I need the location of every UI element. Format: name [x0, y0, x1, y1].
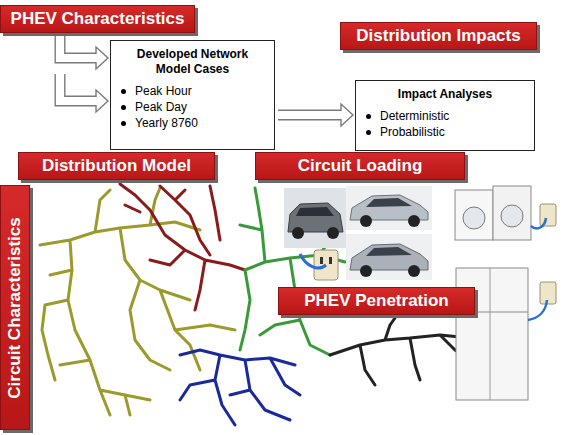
wheel [327, 227, 339, 239]
outlet [540, 204, 556, 226]
box-heading: Impact Analyses [364, 87, 526, 102]
box-heading: Developed Network Model Cases [119, 47, 266, 77]
wheel [360, 215, 372, 227]
vehicle-photos [284, 186, 432, 280]
feeder-lines [240, 188, 345, 355]
outlet-slot [329, 257, 332, 264]
feeder-lines [180, 350, 300, 425]
photo-ground [346, 234, 432, 280]
power-cord [531, 218, 546, 228]
arrow-inner [60, 35, 98, 58]
feeder-lines [120, 184, 245, 310]
car-window [366, 198, 412, 207]
flow-arrow [278, 104, 353, 126]
fridge-seam [490, 268, 491, 400]
bullet-text: Deterministic [380, 108, 449, 124]
washer-door [463, 207, 485, 229]
bullet-dot [366, 130, 371, 135]
dryer [493, 186, 531, 240]
banner-text: PHEV Penetration [304, 291, 449, 311]
title-banner: Distribution Model [18, 152, 215, 180]
dryer-door [501, 205, 523, 227]
bullet-row: Peak Day [119, 99, 266, 115]
bullet-text: Peak Day [135, 99, 187, 115]
arrow-shaft [60, 35, 98, 58]
wheel [408, 215, 420, 227]
banner-text: PHEV Characteristics [11, 9, 185, 29]
input-arrow [60, 74, 108, 112]
bullet-text: Probabilistic [380, 124, 445, 140]
bullet-row: Yearly 8760 [119, 115, 266, 131]
bullet-dot [121, 105, 126, 110]
arrow-shaft [60, 74, 98, 101]
bullet-dot [121, 121, 126, 126]
bullet-text: Peak Hour [135, 83, 192, 99]
power-cord [528, 300, 547, 320]
title-banner: Circuit Characteristics [0, 185, 30, 430]
bullet-row: Deterministic [364, 108, 526, 124]
title-banner: PHEV Penetration [278, 287, 475, 315]
flow-arrow [60, 35, 108, 69]
distribution-map [40, 184, 500, 425]
banner-text: Distribution Model [42, 156, 191, 176]
title-banner: PHEV Characteristics [0, 5, 195, 33]
bullet-dot [366, 114, 371, 119]
arrow-inner [278, 111, 343, 119]
power-cord [300, 254, 326, 268]
banner-text: Circuit Loading [298, 156, 423, 176]
title-banner: Distribution Impacts [340, 22, 537, 50]
photo-ground [346, 186, 432, 230]
process-box: Developed Network Model CasesPeak HourPe… [110, 40, 275, 150]
car-window [296, 207, 334, 216]
arrow-shaft [278, 110, 343, 121]
car-window [366, 247, 412, 256]
arrow-inner [60, 74, 98, 101]
banner-text: Distribution Impacts [356, 26, 520, 46]
bullet-text: Yearly 8760 [135, 115, 198, 131]
bullet-row: Probabilistic [364, 124, 526, 140]
wheel [292, 227, 304, 239]
title-banner: Circuit Loading [255, 152, 465, 180]
banner-text: Circuit Characteristics [5, 217, 25, 398]
wheel [360, 265, 372, 277]
bullet-dot [121, 89, 126, 94]
wheel [408, 265, 420, 277]
photo-ground [284, 188, 346, 248]
outlet-slot [320, 257, 323, 264]
washer [455, 190, 493, 240]
bullet-row: Peak Hour [119, 83, 266, 99]
process-box: Impact AnalysesDeterministicProbabilisti… [355, 80, 535, 151]
